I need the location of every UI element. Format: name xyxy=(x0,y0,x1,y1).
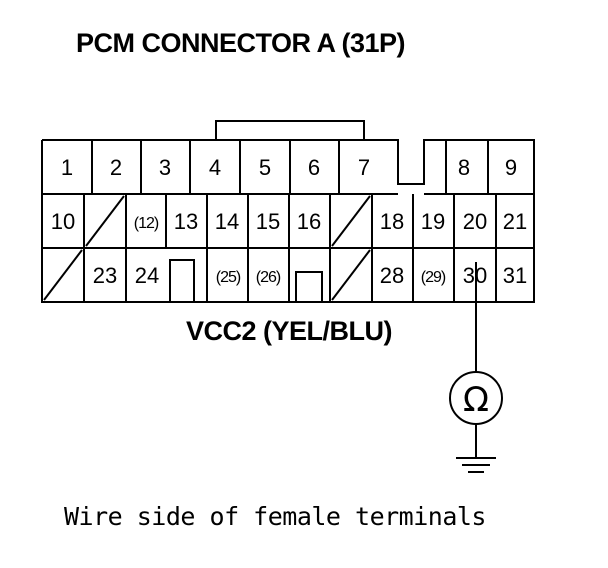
pin-30: 30 xyxy=(463,263,487,288)
pin-1: 1 xyxy=(61,155,73,180)
pin-25: (25) xyxy=(216,269,241,286)
pin-31: 31 xyxy=(503,263,527,288)
pin-20: 20 xyxy=(463,209,487,234)
pin-2: 2 xyxy=(110,155,122,180)
pin-12: (12) xyxy=(134,215,159,232)
connector-lock-tab xyxy=(215,120,365,140)
ohm-symbol: Ω xyxy=(463,380,489,420)
pin-29: (29) xyxy=(421,269,446,286)
pin-14: 14 xyxy=(215,209,239,234)
pin-10: 10 xyxy=(51,209,75,234)
pin-23: 23 xyxy=(93,263,117,288)
pin-4: 4 xyxy=(209,155,221,180)
diagram-title: PCM CONNECTOR A (31P) xyxy=(76,28,406,58)
pin-3: 3 xyxy=(159,155,171,180)
pin-9: 9 xyxy=(505,155,517,180)
pin-8: 8 xyxy=(458,155,470,180)
pin-15: 15 xyxy=(256,209,280,234)
pin-24: 24 xyxy=(135,263,159,288)
connector-key xyxy=(295,271,323,302)
pin-19: 19 xyxy=(421,209,445,234)
pin-18: 18 xyxy=(380,209,404,234)
pin-6: 6 xyxy=(308,155,320,180)
pin-13: 13 xyxy=(174,209,198,234)
pin-16: 16 xyxy=(297,209,321,234)
connector-key xyxy=(169,259,195,302)
pin-21: 21 xyxy=(503,209,527,234)
pin-26: (26) xyxy=(256,269,281,286)
ground-icon xyxy=(456,457,496,473)
pin-5: 5 xyxy=(259,155,271,180)
signal-label: VCC2 (YEL/BLU) xyxy=(186,316,393,346)
pin-28: 28 xyxy=(380,263,404,288)
footer-caption: Wire side of female terminals xyxy=(64,502,487,531)
pin-7: 7 xyxy=(358,155,370,180)
